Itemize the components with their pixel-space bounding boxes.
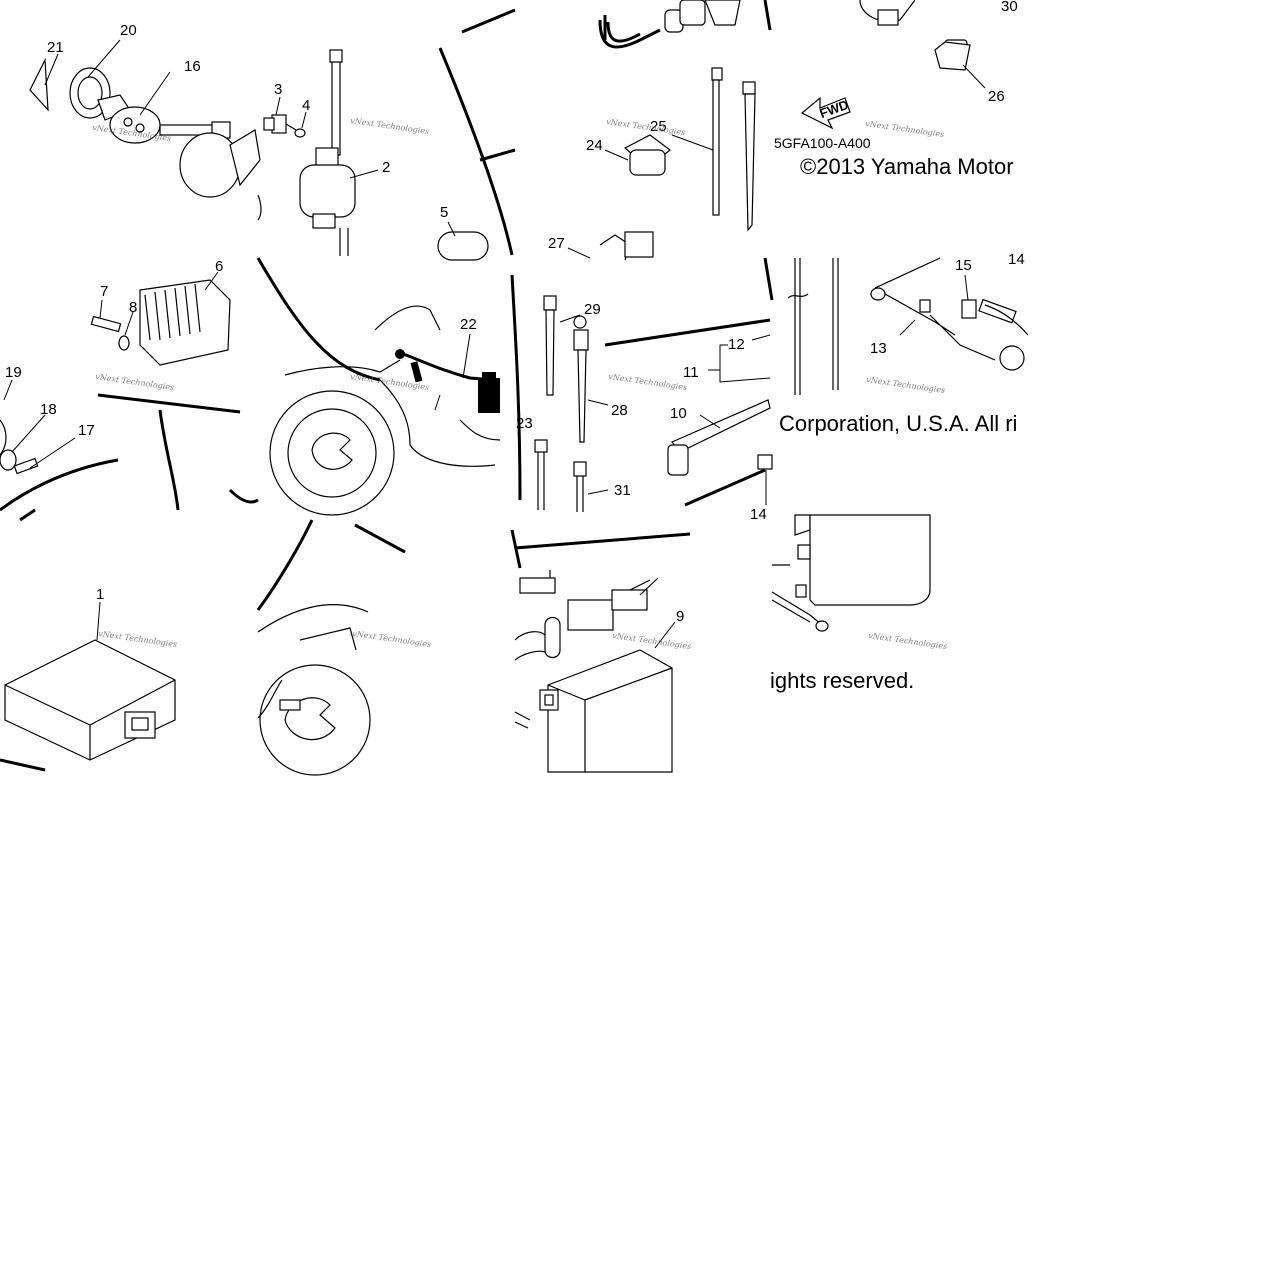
callout-17: 17 <box>78 422 95 439</box>
battery-part <box>514 570 676 773</box>
callout-21: 21 <box>47 39 64 56</box>
main-switch-part <box>29 39 261 198</box>
copyright-line-1: ©2013 Yamaha Motor <box>800 154 1014 179</box>
watermark: vNext Technologies <box>608 372 688 392</box>
callout-2: 2 <box>382 159 390 176</box>
ground-lead-part <box>787 257 1029 395</box>
cable-ties-part <box>534 295 609 512</box>
callout-11: 11 <box>683 364 699 381</box>
callout-7: 7 <box>100 283 108 300</box>
callout-10: 10 <box>670 405 687 422</box>
callout-31: 31 <box>614 482 631 499</box>
callout-24: 24 <box>586 137 603 154</box>
callout-1: 1 <box>96 586 104 603</box>
callout-22: 22 <box>460 316 477 333</box>
callout-6: 6 <box>215 258 223 275</box>
callout-3: 3 <box>274 81 282 98</box>
watermark: vNext Technologies <box>352 629 432 649</box>
callout-8: 8 <box>129 299 137 316</box>
hose-and-ties-part <box>567 0 756 261</box>
battery-box-part <box>771 514 931 632</box>
callout-26: 26 <box>988 88 1005 105</box>
callout-9: 9 <box>676 608 684 625</box>
callout-19: 19 <box>5 364 22 381</box>
motorcycle-partial-part <box>257 604 371 776</box>
rectifier-part <box>0 271 231 475</box>
callout-15: 15 <box>955 257 972 274</box>
callout-14b: 14 <box>750 506 767 523</box>
frame-curves <box>0 0 774 772</box>
callout-16: 16 <box>184 58 201 75</box>
copyright-line-3: ights reserved. <box>770 668 914 693</box>
ignition-coil-part <box>257 49 379 256</box>
callout-18: 18 <box>40 401 57 418</box>
callout-20: 20 <box>120 22 137 39</box>
callout-4: 4 <box>302 97 310 114</box>
watermark: vNext Technologies <box>866 375 946 395</box>
watermark: vNext Technologies <box>612 631 692 651</box>
watermark: vNext Technologies <box>868 631 948 651</box>
copyright-line-2: Corporation, U.S.A. All ri <box>779 411 1017 436</box>
watermark: vNext Technologies <box>606 117 686 137</box>
callout-13: 13 <box>870 340 887 357</box>
watermark: vNext Technologies <box>98 629 178 649</box>
callout-29: 29 <box>584 301 601 318</box>
motorcycle-outline-part <box>269 221 501 516</box>
callout-28: 28 <box>611 402 628 419</box>
harness-band-part <box>667 334 773 505</box>
callout-23: 23 <box>516 415 533 432</box>
callout-5: 5 <box>440 204 448 221</box>
callout-12: 12 <box>728 336 745 353</box>
callout-14: 14 <box>1008 251 1025 268</box>
watermark: vNext Technologies <box>95 372 175 392</box>
watermark: vNext Technologies <box>865 119 945 139</box>
callout-labels: 1 2 3 4 5 6 7 8 9 10 11 12 13 14 14 15 1… <box>5 0 1025 625</box>
callout-25: 25 <box>650 118 667 135</box>
cdi-unit-part <box>4 601 176 761</box>
callout-27: 27 <box>548 235 565 252</box>
callout-30: 30 <box>1001 0 1018 15</box>
clamp-and-fwd-part: FWD <box>800 0 986 130</box>
diagram-code: 5GFA100-A400 <box>774 135 871 151</box>
fwd-arrow-icon: FWD <box>800 96 851 130</box>
watermark: vNext Technologies <box>350 116 430 136</box>
